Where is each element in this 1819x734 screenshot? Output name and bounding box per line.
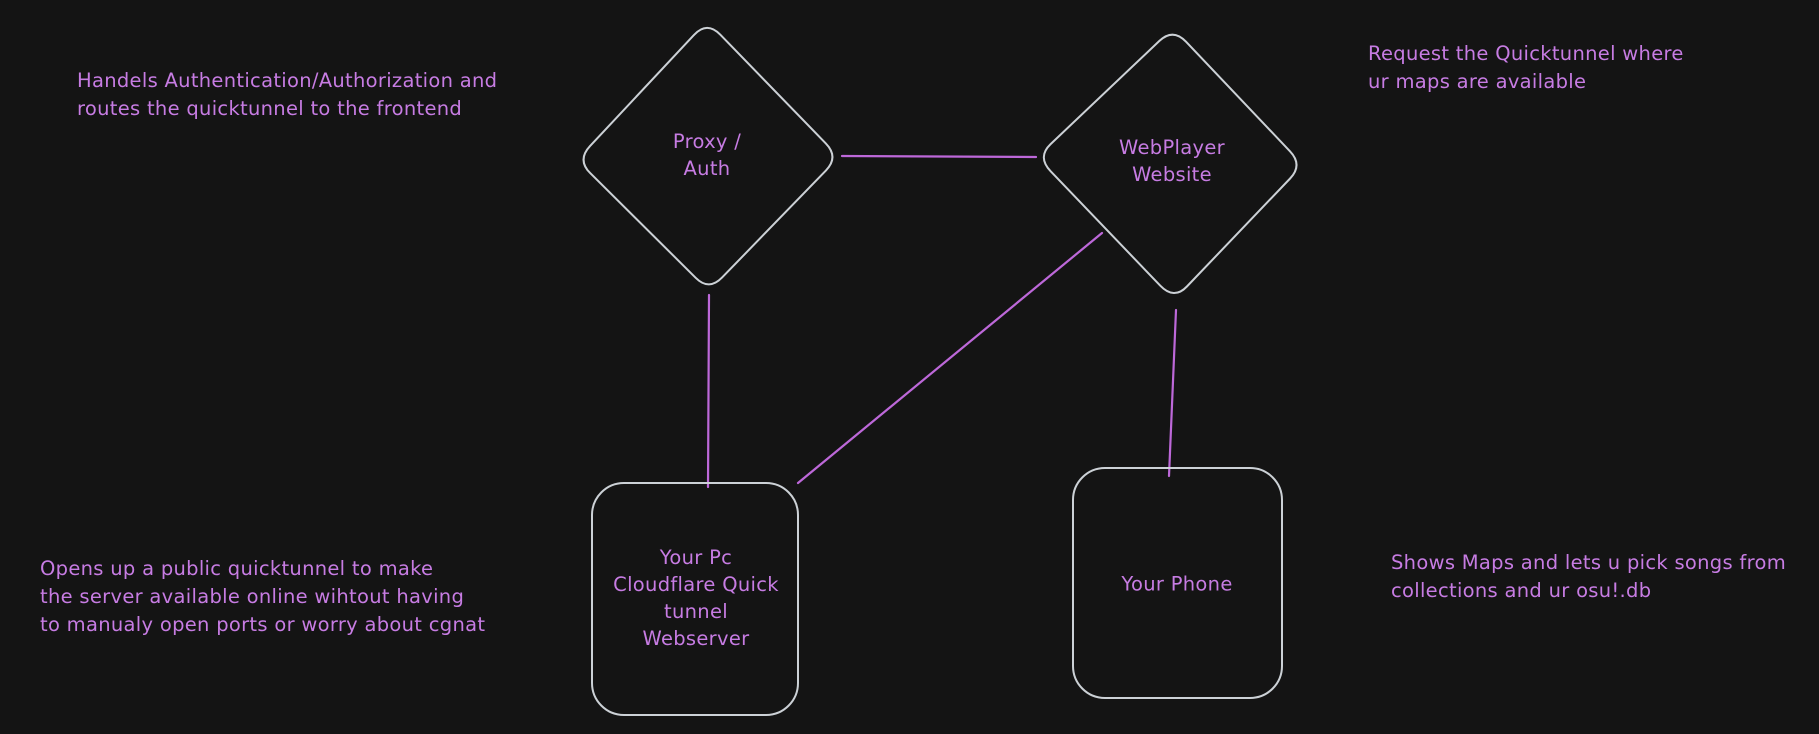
node-webserver-label[interactable]: Your Pc Cloudflare Quick tunnel Webserve… xyxy=(613,546,779,650)
annotation-phone-note[interactable]: Shows Maps and lets u pick songs from co… xyxy=(1391,551,1787,602)
edge-proxy-to-webserver[interactable] xyxy=(706,293,711,489)
node-webserver-rect[interactable] xyxy=(591,482,799,716)
node-phone-rect[interactable] xyxy=(1072,467,1283,699)
node-phone-label[interactable]: Your Phone xyxy=(1121,572,1233,596)
edge-webplayer-to-phone[interactable] xyxy=(1167,308,1178,478)
node-webplayer-label[interactable]: WebPlayer Website xyxy=(1119,136,1225,186)
annotation-webserver-note[interactable]: Opens up a public quicktunnel to make th… xyxy=(40,557,486,636)
node-webplayer-diamond[interactable] xyxy=(1042,33,1298,295)
edge-proxy-to-webplayer[interactable] xyxy=(840,154,1038,159)
node-proxy-auth-diamond[interactable] xyxy=(582,26,834,286)
edge-webplayer-to-webserver[interactable] xyxy=(796,231,1104,485)
annotation-proxy-note[interactable]: Handels Authentication/Authorization and… xyxy=(77,69,498,120)
node-proxy-auth-label[interactable]: Proxy / Auth xyxy=(672,130,742,180)
annotation-webplayer-note[interactable]: Request the Quicktunnel where ur maps ar… xyxy=(1368,42,1684,93)
